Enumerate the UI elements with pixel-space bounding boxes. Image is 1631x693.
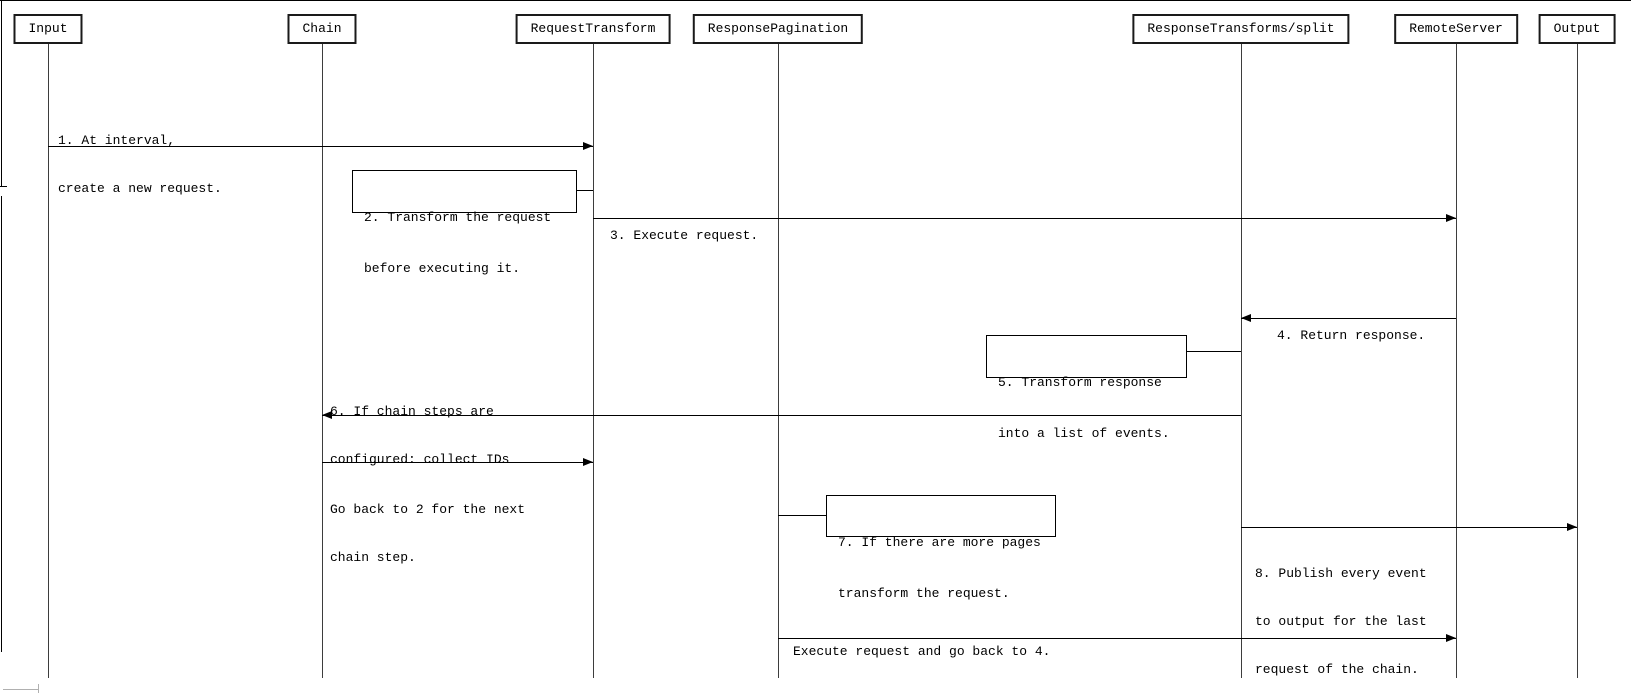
message-goback4-arrow [778,634,1456,642]
message-3-label-line1: 3. Execute request. [610,228,759,243]
message-4-arrow [1241,314,1456,322]
message-goback4-label: Execute request and go back to 4. [793,612,1050,692]
arrowhead-left-icon [322,411,332,419]
pane-left-border-lower [1,196,2,652]
message-3-arrow [593,214,1456,222]
arrowhead-left-icon [1241,314,1251,322]
note-5: 5. Transform response into a list of eve… [986,335,1187,441]
participant-input: Input [13,14,83,44]
arrowhead-right-icon [583,142,593,150]
message-1-label: 1. At interval, create a new request. [58,101,222,229]
message-goback2-label: Go back to 2 for the next chain step. [330,470,525,598]
pane-left-border-upper [1,0,2,186]
note-5-connector [1187,351,1241,352]
message-8-label-line1: 8. Publish every event [1255,566,1427,581]
message-1-label-line1: 1. At interval, [58,133,176,148]
participant-output: Output [1538,14,1616,44]
message-goback4-label-line1: Execute request and go back to 4. [793,644,1051,659]
note-5-line1: 5. Transform response [998,375,1162,390]
participant-responsetransforms-split: ResponseTransforms/split [1132,14,1350,44]
message-goback2-label-line2: chain step. [330,550,416,565]
participant-chain: Chain [287,14,357,44]
message-8-label-line3: request of the chain. [1255,662,1419,677]
message-6-label-line1: 6. If chain steps are [330,404,494,419]
message-6-label-line2: configured: collect IDs [330,452,510,467]
note-5-line2: into a list of events. [998,426,1170,441]
message-4-label: 4. Return response. [1277,296,1425,376]
message-1-arrow [48,142,593,150]
message-6-arrow [322,411,1241,419]
participant-responsepagination: ResponsePagination [692,14,864,44]
cropped-content-mark-horizontal [3,689,38,690]
message-4-label-line1: 4. Return response. [1277,328,1426,343]
arrowhead-right-icon [1446,214,1456,222]
lifeline-remoteserver [1456,44,1457,678]
participant-remoteserver: RemoteServer [1394,14,1518,44]
pane-left-border-tick [0,186,7,187]
arrowhead-right-icon [1567,523,1577,531]
pane-top-border [0,0,1631,1]
lifeline-chain [322,44,323,678]
message-goback2-label-line1: Go back to 2 for the next [330,502,526,517]
cropped-content-mark-vertical [38,684,39,693]
note-2-connector [577,190,593,191]
lifeline-responsetransforms-split [1241,44,1242,678]
note-7-line2: transform the request. [838,586,1010,601]
message-goback2-arrow [322,458,593,466]
message-8-arrow [1241,523,1577,531]
note-7-line1: 7. If there are more pages [838,535,1041,550]
arrowhead-right-icon [583,458,593,466]
arrowhead-right-icon [1446,634,1456,642]
lifeline-responsepagination [778,44,779,678]
participant-requesttransform: RequestTransform [515,14,671,44]
note-7-connector [778,515,826,516]
note-7: 7. If there are more pages transform the… [826,495,1056,601]
lifeline-input [48,44,49,678]
note-2: 2. Transform the request before executin… [352,170,577,276]
message-3-label: 3. Execute request. [610,196,758,276]
message-8-label: 8. Publish every event to output for the… [1255,534,1427,693]
note-2-line2: before executing it. [364,261,521,276]
lifeline-requesttransform [593,44,594,678]
message-1-label-line2: create a new request. [58,181,222,196]
message-8-label-line2: to output for the last [1255,614,1427,629]
lifeline-output [1577,44,1578,678]
note-2-line1: 2. Transform the request [364,210,552,225]
